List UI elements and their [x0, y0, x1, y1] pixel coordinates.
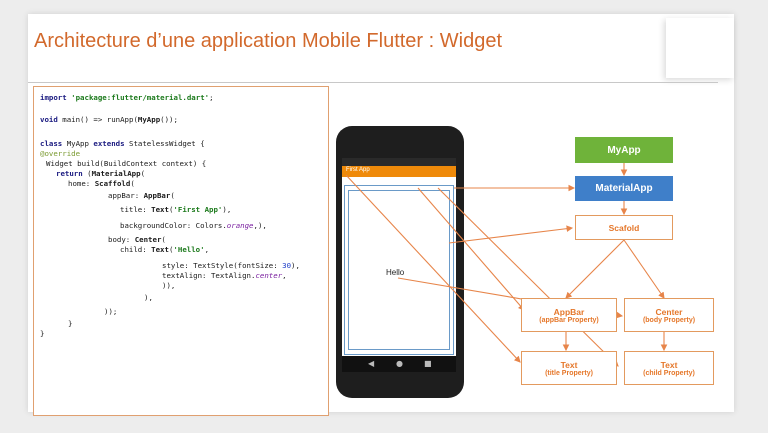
node-center-label: Center [655, 306, 683, 317]
node-text-child-prop: (child Property) [643, 369, 695, 377]
arrow-scafold-appbar [565, 239, 625, 299]
node-appbar-label: AppBar [553, 306, 585, 317]
code-line-close5: } [40, 329, 45, 338]
code-line-override: @override [40, 149, 81, 158]
arrow-scafold-center [623, 239, 665, 299]
code-line-return: return (MaterialApp( [56, 169, 146, 178]
scaffold-frame [344, 185, 454, 355]
node-text-child-label: Text [660, 359, 678, 370]
code-line-bgcolor: backgroundColor: Colors.orange,), [120, 221, 267, 230]
code-line-close2: ), [144, 293, 153, 302]
code-line-home: home: Scaffold( [68, 179, 135, 188]
node-scafold-label: Scafold [608, 222, 640, 233]
code-line-close3: )); [104, 307, 118, 316]
node-text-child: Text (child Property) [624, 351, 714, 385]
node-text-title-label: Text [560, 359, 578, 370]
node-text-title: Text (title Property) [521, 351, 617, 385]
body-frame [348, 190, 450, 350]
home-icon[interactable]: ● [396, 359, 403, 368]
hello-text: Hello [386, 268, 405, 277]
code-line-body: body: Center( [108, 235, 166, 244]
phone-app-bar: First App [342, 166, 456, 177]
code-line-class: class MyApp extends StatelessWidget { [40, 139, 205, 148]
corner-panel [666, 18, 734, 78]
node-appbar-prop: (appBar Property) [539, 316, 599, 324]
app-bar-title: First App [346, 167, 370, 173]
node-appbar: AppBar (appBar Property) [521, 298, 617, 332]
node-text-title-prop: (title Property) [545, 369, 593, 377]
phone-nav-bar: ◀ ● ■ [342, 356, 456, 372]
title-divider [28, 82, 718, 83]
phone-status-bar [342, 158, 456, 166]
code-line-close4: } [68, 319, 73, 328]
code-line-import: import 'package:flutter/material.dart'; [40, 93, 214, 102]
back-icon[interactable]: ◀ [368, 359, 375, 368]
code-line-close1: )), [162, 281, 176, 290]
code-line-title: title: Text('First App'), [120, 205, 232, 214]
link-appbar-appbar-node [417, 187, 525, 311]
code-panel: import 'package:flutter/material.dart'; … [33, 86, 329, 416]
code-line-child: child: Text('Hello', [120, 245, 210, 254]
link-appbar-title-text [345, 174, 521, 363]
code-line-main: void main() => runApp(MyApp()); [40, 115, 178, 124]
recents-icon[interactable]: ■ [424, 359, 432, 368]
slide-title: Architecture d’une application Mobile Fl… [34, 30, 503, 52]
code-line-align: textAlign: TextAlign.center, [162, 271, 287, 280]
link-frame-scafold [448, 225, 574, 244]
node-myapp-label: MyApp [607, 144, 641, 156]
node-myapp: MyApp [575, 137, 673, 163]
node-materialapp: MaterialApp [575, 176, 673, 201]
link-body-center [437, 187, 619, 367]
code-line-style: style: TextStyle(fontSize: 30), [162, 261, 300, 270]
node-scafold: Scafold [575, 215, 673, 240]
node-materialapp-label: MaterialApp [595, 183, 653, 194]
node-center-prop: (body Property) [642, 316, 696, 324]
node-center: Center (body Property) [624, 298, 714, 332]
code-line-build: Widget build(BuildContext context) { [46, 159, 207, 168]
code-line-appbar: appBar: AppBar( [108, 191, 175, 200]
